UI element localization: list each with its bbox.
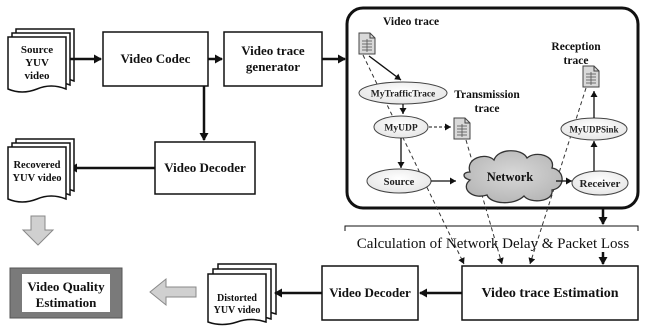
trace-generator-label-1: Video trace [241,43,305,58]
video-trace-title: Video trace [383,16,439,28]
myudp-label: MyUDP [384,124,417,134]
arrow-distorted-to-quality [149,277,197,307]
reception-trace-title-2: trace [564,55,589,67]
transmission-trace-doc-icon [453,117,471,140]
transmission-trace-title-2: trace [475,103,500,115]
reception-trace-title-1: Reception [551,41,601,53]
recovered-video-label-2: YUV video [12,173,61,184]
network-label: Network [487,170,534,184]
arrow-recovered-to-quality [21,215,55,246]
distorted-video-doc: Distorted YUV video [207,263,277,326]
source-video-label-3: video [24,70,50,82]
trace-generator-label-2: generator [246,59,300,74]
trace-generator-box [223,31,323,87]
network-cloud [463,150,563,204]
source-video-label-2: YUV [25,57,49,69]
video-decoder-bottom-box [321,265,419,321]
calculation-bracket [344,225,639,231]
quality-estimation-label-1: Video Quality [27,279,105,294]
quality-estimation-label-2: Estimation [36,295,97,310]
source-video-label-1: Source [21,44,53,56]
simulation-box [345,6,640,210]
video-decoder-top-label: Video Decoder [164,160,246,175]
source-video-doc: Source YUV video [7,28,75,93]
quality-estimation-box [9,267,123,319]
video-codec-label: Video Codec [121,51,191,66]
myudpsink-label: MyUDPSink [569,125,618,135]
distorted-video-label-2: YUV video [214,305,261,316]
trace-estimation-label: Video trace Estimation [481,286,618,301]
mytraffictrace-label: MyTrafficTrace [371,90,436,100]
video-decoder-bottom-label: Video Decoder [329,285,411,300]
video-trace-doc-icon [358,32,376,55]
distorted-video-label-1: Distorted [217,293,257,304]
video-decoder-top-box [154,141,256,195]
source-node-label: Source [384,177,415,188]
recovered-video-label-1: Recovered [13,160,60,171]
receiver-label: Receiver [580,178,621,190]
receiver-node [571,170,629,196]
calculation-label: Calculation of Network Delay & Packet Lo… [357,236,630,252]
transmission-trace-title-1: Transmission [454,89,520,101]
recovered-video-doc: Recovered YUV video [7,138,75,203]
trace-estimation-box [461,265,639,321]
arrow-trace-to-traffictrace [368,55,402,81]
reception-trace-doc-icon [582,65,600,88]
